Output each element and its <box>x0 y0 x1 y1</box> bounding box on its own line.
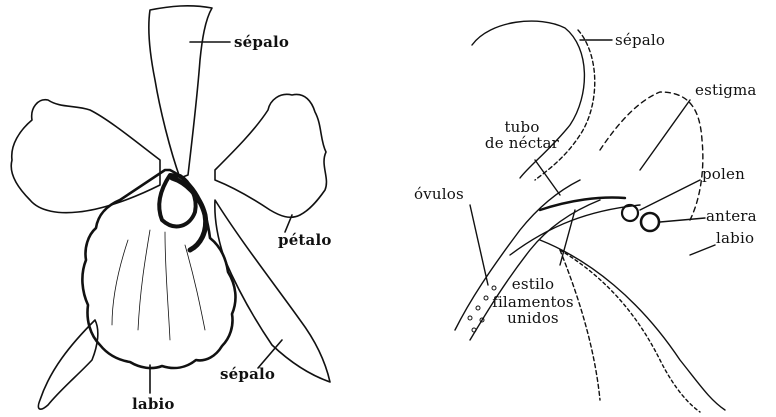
left-petal-outline <box>11 100 160 213</box>
section-petal-outline <box>600 92 703 220</box>
label-fused-filaments: filamentos unidos <box>478 294 588 326</box>
lip-vein-2 <box>165 232 170 340</box>
section-sepal-outline <box>472 21 584 178</box>
lip-vein-4 <box>112 240 128 325</box>
section-lip-dashed <box>560 250 700 412</box>
dorsal-sepal-outline <box>149 6 212 178</box>
pointer-pollen <box>640 180 700 210</box>
label-stigma: estigma <box>695 82 757 98</box>
label-nectar-tube: tubo de néctar <box>482 119 562 151</box>
pointer-sepal-bottom <box>258 340 282 368</box>
lip-vein-1 <box>138 230 150 330</box>
label-pollen: polen <box>702 166 745 182</box>
label-section-lip: labio <box>716 230 754 246</box>
label-sepal-top: sépalo <box>234 34 289 50</box>
label-lip: labio <box>132 396 175 412</box>
pointer-lip-section <box>690 245 715 255</box>
section-sepal-inner <box>535 30 595 180</box>
pointer-stigma <box>640 100 690 170</box>
right-lateral-sepal-outline <box>215 200 330 382</box>
label-petal: pétalo <box>278 232 332 248</box>
label-ovules: óvulos <box>414 186 464 202</box>
anther-cap <box>641 213 659 231</box>
pointer-anther <box>660 218 705 222</box>
right-petal-outline <box>215 94 326 217</box>
pointer-ovules <box>470 205 488 285</box>
label-style-filaments: estilo <box>478 276 588 292</box>
label-section-sepal: sépalo <box>615 32 665 48</box>
left-lateral-sepal-outline <box>38 320 97 409</box>
lip-throat-marking <box>172 178 206 250</box>
label-sepal-bottom: sépalo <box>220 366 275 382</box>
lip-vein-3 <box>185 245 205 330</box>
pollen-mass <box>622 205 638 221</box>
label-anther: antera <box>706 208 757 224</box>
